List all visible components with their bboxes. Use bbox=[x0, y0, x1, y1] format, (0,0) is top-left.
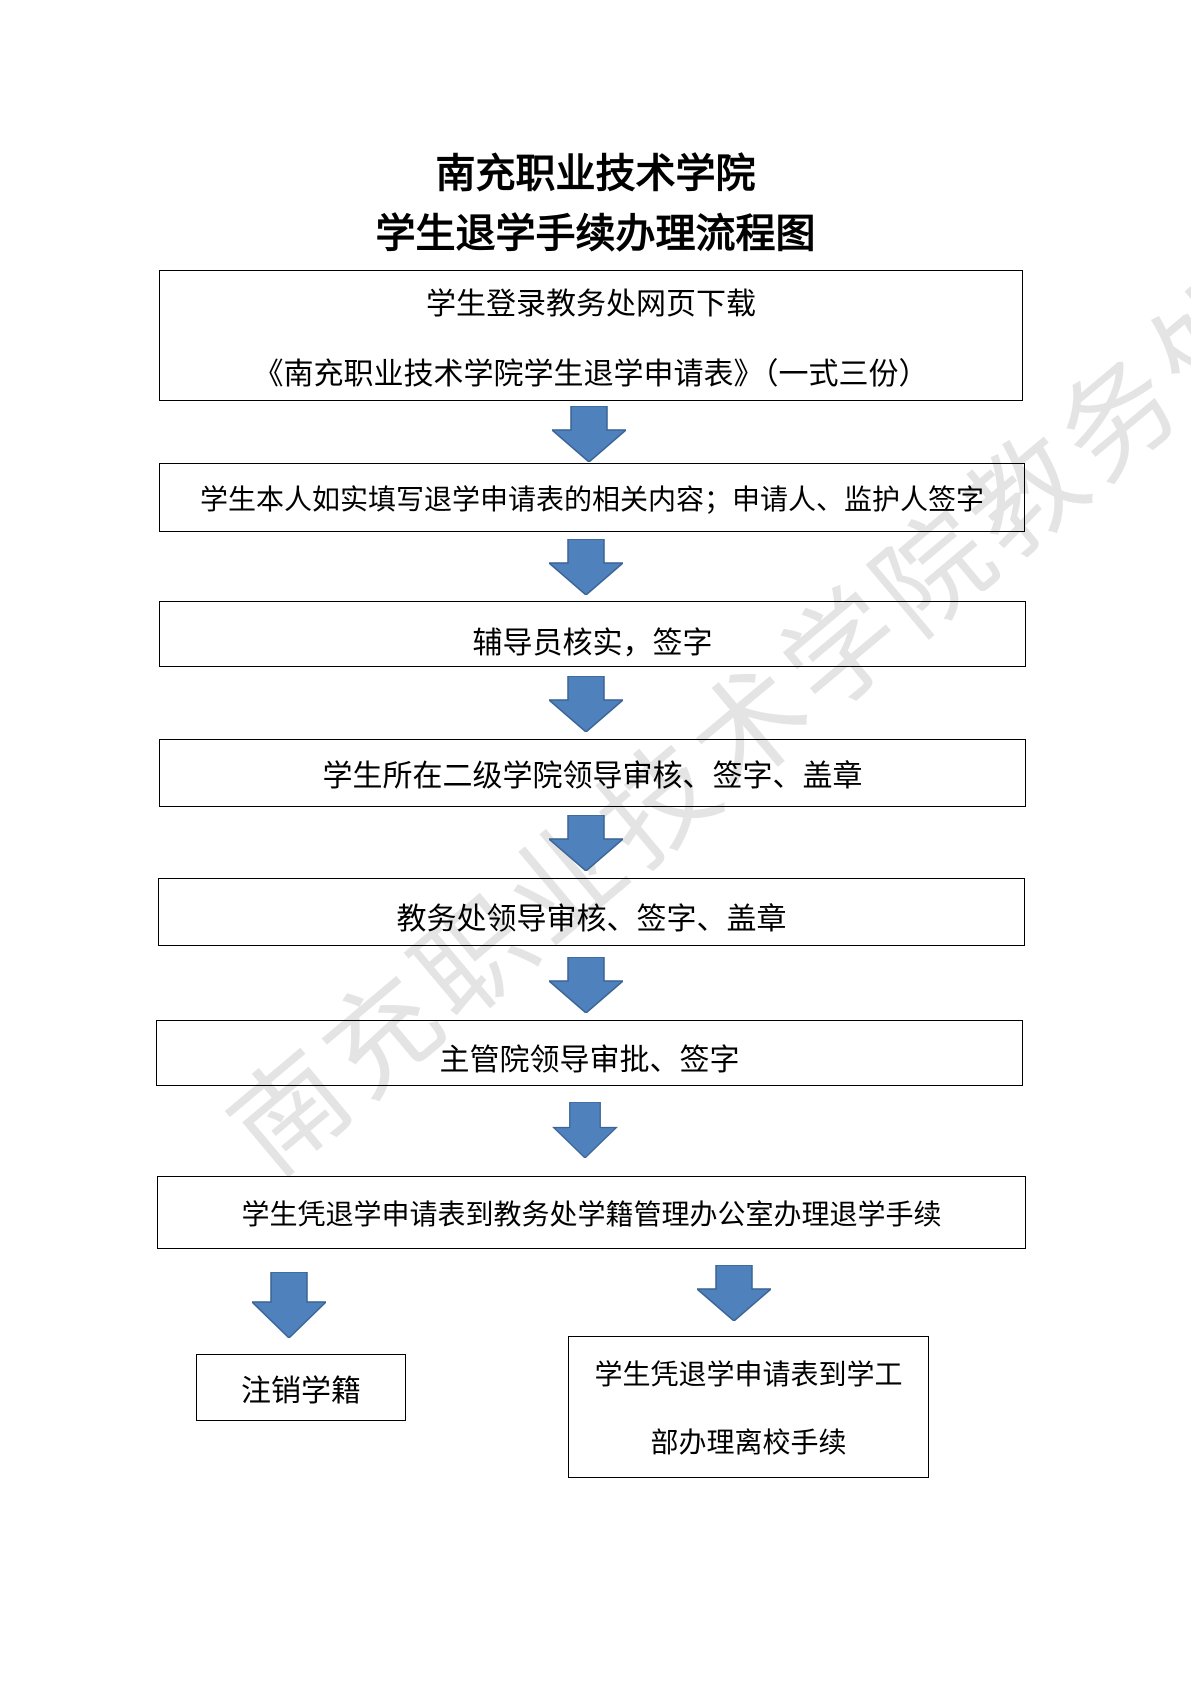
step-college-review: 学生所在二级学院领导审核、签字、盖章 bbox=[159, 739, 1026, 807]
step-3-text: 辅导员核实，签字 bbox=[472, 626, 713, 661]
branch-left-text: 注销学籍 bbox=[241, 1373, 361, 1409]
down-arrow-icon bbox=[549, 539, 623, 595]
step-1-line-2: 《南充职业技术学院学生退学申请表》（一式三份） bbox=[253, 356, 929, 392]
step-5-text: 教务处领导审核、签字、盖章 bbox=[396, 902, 787, 937]
branch-leave-school: 学生凭退学申请表到学工 部办理离校手续 bbox=[568, 1336, 929, 1478]
step-leader-approval: 主管院领导审批、签字 bbox=[156, 1020, 1023, 1086]
down-arrow-icon bbox=[252, 1272, 326, 1338]
step-academic-office-review: 教务处领导审核、签字、盖章 bbox=[158, 878, 1025, 946]
branch-cancel-enrollment: 注销学籍 bbox=[196, 1354, 406, 1421]
step-6-text: 主管院领导审批、签字 bbox=[439, 1043, 740, 1078]
down-arrow-icon bbox=[552, 1102, 618, 1158]
down-arrow-icon bbox=[552, 406, 626, 462]
down-arrow-icon bbox=[697, 1265, 771, 1321]
title-line-2: 学生退学手续办理流程图 bbox=[375, 211, 816, 257]
step-4-text: 学生所在二级学院领导审核、签字、盖章 bbox=[322, 759, 863, 794]
down-arrow-icon bbox=[549, 676, 623, 732]
down-arrow-icon bbox=[549, 815, 623, 871]
down-arrow-icon bbox=[549, 957, 623, 1013]
step-download-form: 学生登录教务处网页下载 《南充职业技术学院学生退学申请表》（一式三份） bbox=[159, 270, 1023, 401]
title-line-1: 南充职业技术学院 bbox=[435, 151, 756, 197]
step-7-text: 学生凭退学申请表到教务处学籍管理办公室办理退学手续 bbox=[241, 1197, 942, 1231]
step-2-text: 学生本人如实填写退学申请表的相关内容；申请人、监护人签字 bbox=[199, 482, 984, 516]
step-fill-form: 学生本人如实填写退学申请表的相关内容；申请人、监护人签字 bbox=[159, 463, 1025, 532]
step-withdrawal-procedure: 学生凭退学申请表到教务处学籍管理办公室办理退学手续 bbox=[157, 1176, 1026, 1249]
step-1-line-1: 学生登录教务处网页下载 bbox=[426, 286, 756, 322]
branch-right-line-1: 学生凭退学申请表到学工 bbox=[594, 1358, 903, 1391]
branch-right-line-2: 部办理离校手续 bbox=[650, 1426, 847, 1459]
step-counselor-verify: 辅导员核实，签字 bbox=[159, 601, 1026, 667]
